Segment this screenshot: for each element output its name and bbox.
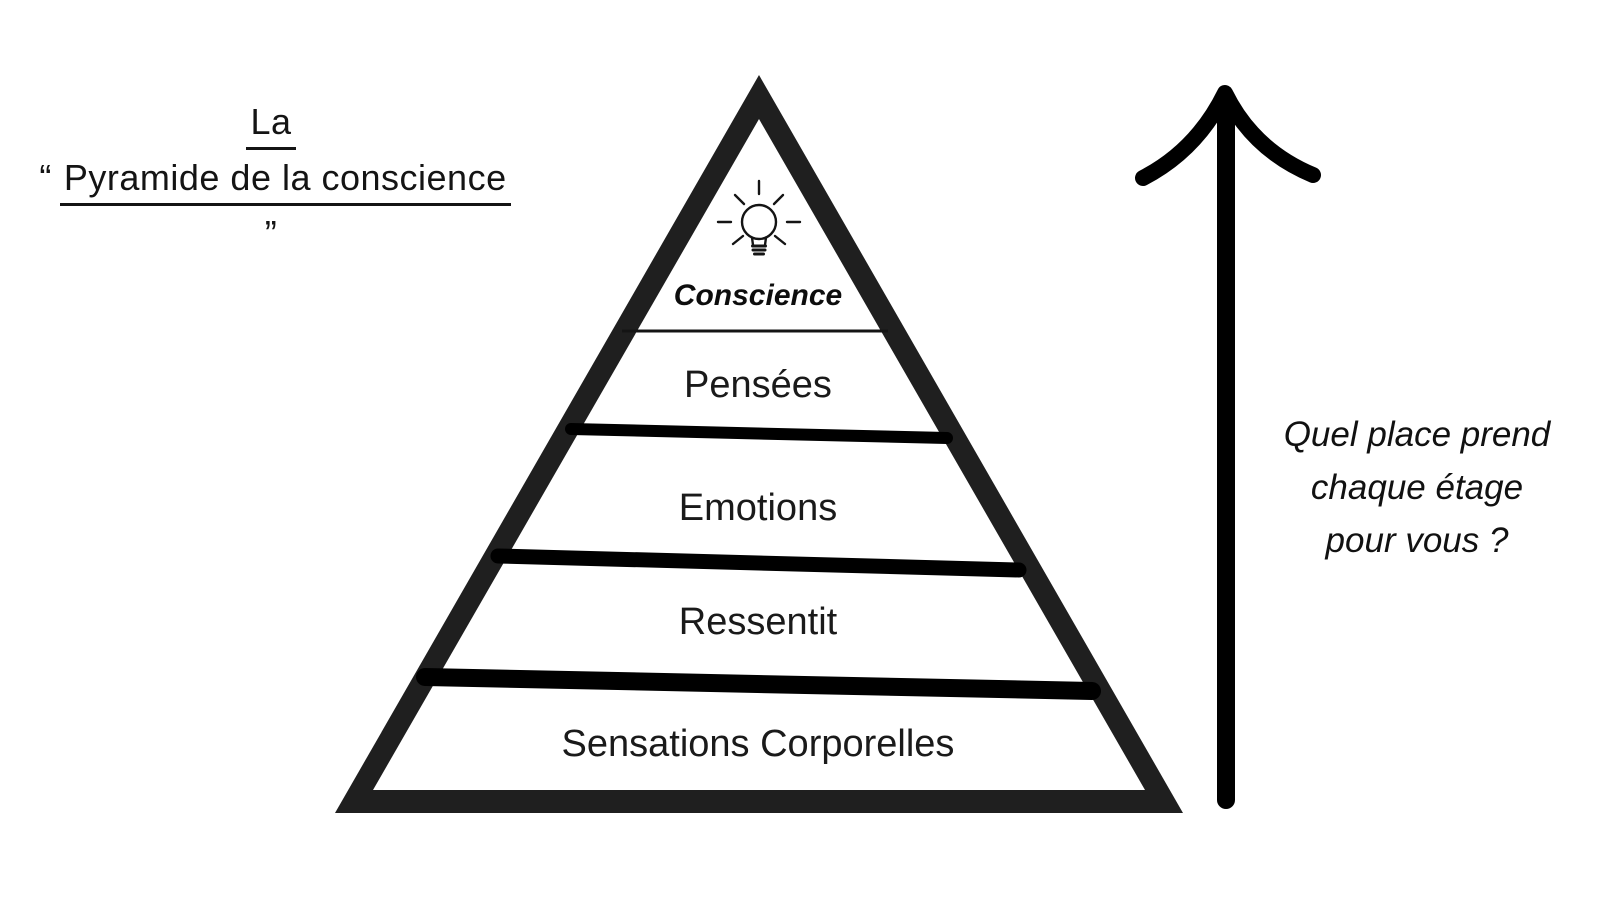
divider-pensees xyxy=(565,423,953,444)
arrow-head xyxy=(1135,85,1321,186)
side-note-line-1: Quel place prend xyxy=(1283,415,1551,454)
diagram-title: La “Pyramide de la conscience ” xyxy=(21,94,521,262)
pyramid-inner-face xyxy=(373,119,1145,790)
close-quote: ” xyxy=(264,213,278,254)
lightbulb-icon xyxy=(716,179,802,256)
side-note-line-2: chaque étage xyxy=(1310,468,1524,507)
title-line-1-text: La xyxy=(246,100,296,150)
side-note: Quel place prend chaque étage pour vous … xyxy=(1243,408,1591,567)
side-note-line-3: pour vous ? xyxy=(1325,521,1509,560)
pyramid-level-label-ressentit: Ressentit xyxy=(678,601,838,643)
pyramid-level-label-conscience: Conscience xyxy=(673,279,843,312)
title-line-2: “Pyramide de la conscience ” xyxy=(21,150,521,262)
title-line-2-text: Pyramide de la conscience xyxy=(59,156,511,206)
pyramid-level-label-pensees: Pensées xyxy=(684,364,832,406)
up-arrow-icon xyxy=(1135,85,1321,809)
pyramid-level-label-sensations-corporelles: Sensations Corporelles xyxy=(561,723,955,765)
divider-emotions xyxy=(490,548,1027,578)
pyramid-level-label-emotions: Emotions xyxy=(678,487,838,529)
title-line-1: La xyxy=(21,94,521,150)
open-quote: “ xyxy=(39,157,52,198)
divider-ressentit xyxy=(416,668,1101,700)
